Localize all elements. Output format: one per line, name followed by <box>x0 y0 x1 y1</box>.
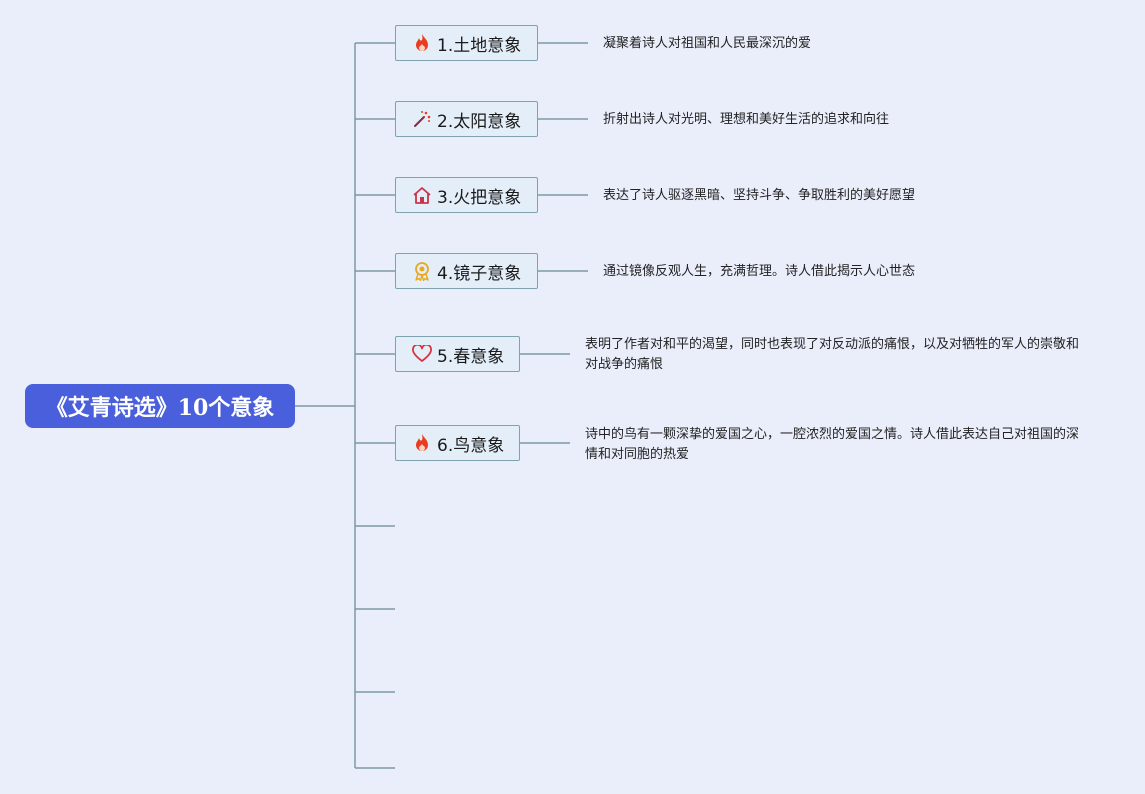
topic-3-description: 表达了诗人驱逐黑暗、坚持斗争、争取胜利的美好愿望 <box>603 188 916 203</box>
medal-icon <box>411 260 433 282</box>
topic-label: 5.春意象 <box>437 346 505 367</box>
topic-1-earth[interactable]: 1.土地意象 <box>395 25 538 61</box>
magic-wand-icon <box>411 108 433 130</box>
topic-4-mirror[interactable]: 4.镜子意象 <box>395 253 538 289</box>
heart-icon <box>411 343 433 365</box>
topic-1-description: 凝聚着诗人对祖国和人民最深沉的爱 <box>603 36 812 51</box>
root-topic[interactable]: 《艾青诗选》10个意象 <box>25 384 295 428</box>
fire-icon <box>411 432 433 454</box>
topic-label: 1.土地意象 <box>437 35 522 56</box>
topic-5-spring[interactable]: 5.春意象 <box>395 336 520 372</box>
topic-label: 6.鸟意象 <box>437 435 505 456</box>
topic-label: 4.镜子意象 <box>437 263 522 284</box>
topic-6-description: 诗中的鸟有一颗深挚的爱国之心，一腔浓烈的爱国之情。诗人借此表达自己对祖国的深情和… <box>585 427 1080 462</box>
topic-4-description: 通过镜像反观人生，充满哲理。诗人借此揭示人心世态 <box>603 264 916 279</box>
fire-icon <box>411 32 433 54</box>
topic-5-description: 表明了作者对和平的渴望，同时也表现了对反动派的痛恨，以及对牺牲的军人的崇敬和对战… <box>585 337 1080 372</box>
topic-6-bird[interactable]: 6.鸟意象 <box>395 425 520 461</box>
topic-3-torch[interactable]: 3.火把意象 <box>395 177 538 213</box>
topic-2-sun[interactable]: 2.太阳意象 <box>395 101 538 137</box>
topic-label: 3.火把意象 <box>437 187 522 208</box>
topic-label: 2.太阳意象 <box>437 111 522 132</box>
topic-2-description: 折射出诗人对光明、理想和美好生活的追求和向往 <box>603 112 890 127</box>
house-icon <box>411 184 433 206</box>
